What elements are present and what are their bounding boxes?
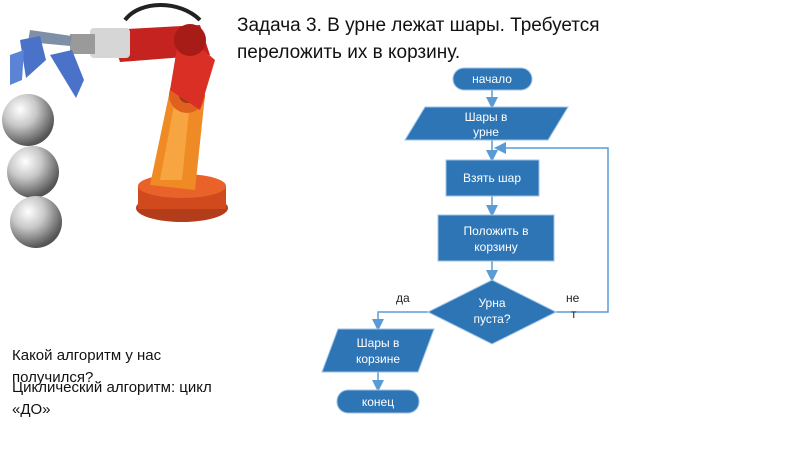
yes-label: да — [396, 291, 410, 305]
start-label: начало — [472, 72, 512, 86]
decision-label-line2: пуста? — [473, 312, 510, 326]
ball-icon — [10, 196, 62, 248]
ball-icon — [2, 94, 54, 146]
decision-diamond — [426, 279, 558, 345]
no-label-line1: не — [566, 291, 580, 305]
slide-title: Задача 3. В урне лежат шары. Требуется п… — [237, 15, 600, 63]
answer-line-1: Циклический алгоритм: цикл — [12, 379, 212, 396]
ball-icon — [7, 146, 59, 198]
output-label-line2: корзине — [356, 352, 400, 366]
input-label-line1: Шары в — [465, 110, 508, 124]
answer-text: Циклический алгоритм: цикл «ДО» — [12, 377, 212, 421]
start-terminator — [452, 67, 533, 91]
arrow-yes-branch — [372, 311, 428, 331]
end-terminator — [336, 389, 420, 414]
end-label: конец — [362, 395, 394, 409]
answer-line-2: «ДО» — [12, 401, 51, 418]
decision-label-line1: Урна — [478, 296, 505, 310]
input-label-line2: урне — [473, 125, 499, 139]
question-text: Какой алгоритм у нас получился? — [12, 347, 162, 386]
put-ball-process — [437, 214, 555, 262]
put-ball-label-line2: корзину — [474, 240, 517, 254]
output-label-line1: Шары в — [357, 336, 400, 350]
take-ball-process — [445, 159, 540, 197]
input-parallelogram — [404, 106, 569, 141]
take-ball-label: Взять шар — [463, 171, 521, 185]
put-ball-label-line1: Положить в — [464, 224, 529, 238]
arrow-loop-back — [494, 142, 609, 313]
output-parallelogram — [321, 328, 435, 373]
robot-arm-illustration — [2, 3, 228, 248]
no-label-line2: т — [571, 307, 577, 321]
